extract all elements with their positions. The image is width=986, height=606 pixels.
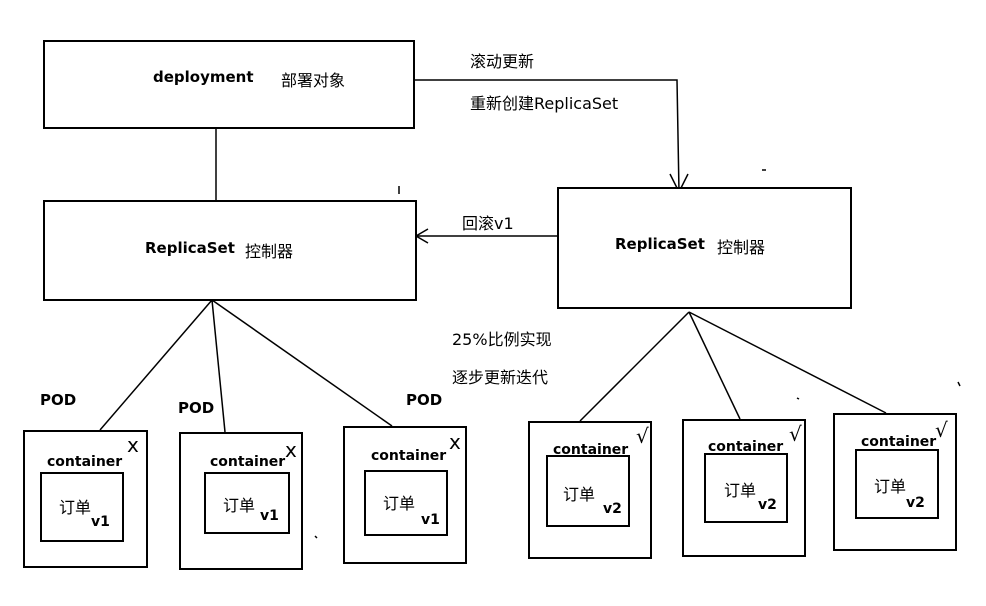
container-label: container (708, 439, 784, 455)
pod-label: POD (178, 399, 215, 417)
rolling-update-text: 滚动更新 (470, 52, 535, 71)
app-name: 订单 (383, 494, 416, 513)
pod-box: container 订单 v2 (833, 413, 957, 551)
rs-right-to-pod-5 (688, 311, 741, 420)
deployment-desc: 部署对象 (281, 71, 346, 90)
deployment-label: deployment (153, 68, 254, 86)
fail-mark: x (449, 430, 461, 454)
rs-left-to-pod-3 (211, 299, 393, 427)
pod-box: container 订单 v2 (528, 421, 652, 559)
check-mark: √ (636, 424, 649, 448)
container-box: 订单 v1 (204, 472, 290, 534)
app-version: v1 (421, 512, 440, 528)
replicaset-right-desc: 控制器 (717, 238, 766, 257)
app-version: v1 (91, 514, 110, 530)
container-box: 订单 v1 (364, 470, 448, 536)
app-version: v2 (906, 495, 925, 511)
note-ratio-text: 25%比例实现 (452, 330, 552, 349)
note-iterate-text: 逐步更新迭代 (452, 368, 549, 387)
check-mark: √ (789, 422, 802, 446)
fail-mark: x (285, 438, 297, 462)
rolling-update-arrow (414, 79, 680, 193)
container-label: container (553, 442, 629, 458)
rs-right-to-pod-4 (579, 311, 690, 422)
app-version: v2 (603, 501, 622, 517)
app-name: 订单 (59, 498, 92, 517)
container-label: container (371, 448, 447, 464)
deployment-box: deployment 部署对象 (43, 40, 415, 129)
pod-box: container 订单 v1 (23, 430, 148, 568)
stray-mark (957, 381, 961, 387)
rs-left-to-pod-2 (211, 299, 226, 433)
app-name: 订单 (724, 481, 757, 500)
container-label: container (47, 454, 123, 470)
recreate-replicaset-text: 重新创建ReplicaSet (470, 94, 619, 113)
app-name: 订单 (223, 496, 256, 515)
replicaset-right-box: ReplicaSet 控制器 (557, 187, 852, 309)
check-mark: √ (935, 418, 948, 442)
stray-mark (314, 535, 318, 539)
stray-mark (796, 397, 800, 400)
container-box: 订单 v2 (704, 453, 788, 523)
container-box: 订单 v2 (855, 449, 939, 519)
pod-box: container 订单 v1 (343, 426, 467, 564)
container-label: container (861, 434, 937, 450)
fail-mark: x (127, 433, 139, 457)
replicaset-left-box: ReplicaSet 控制器 (43, 200, 417, 301)
pod-box: container 订单 v2 (682, 419, 806, 557)
replicaset-left-label: ReplicaSet (145, 239, 235, 257)
pod-label: POD (40, 391, 77, 409)
container-label: container (210, 454, 286, 470)
app-version: v2 (758, 497, 777, 513)
app-name: 订单 (874, 477, 907, 496)
rollback-text: 回滚v1 (462, 214, 514, 233)
rs-left-to-pod-1 (99, 299, 213, 431)
replicaset-right-label: ReplicaSet (615, 235, 705, 253)
container-box: 订单 v2 (546, 455, 630, 527)
pod-label: POD (406, 391, 443, 409)
rs-right-to-pod-6 (688, 311, 887, 414)
app-version: v1 (260, 508, 279, 524)
app-name: 订单 (563, 485, 596, 504)
replicaset-left-desc: 控制器 (245, 242, 294, 261)
pod-box: container 订单 v1 (179, 432, 303, 570)
container-box: 订单 v1 (40, 472, 124, 542)
